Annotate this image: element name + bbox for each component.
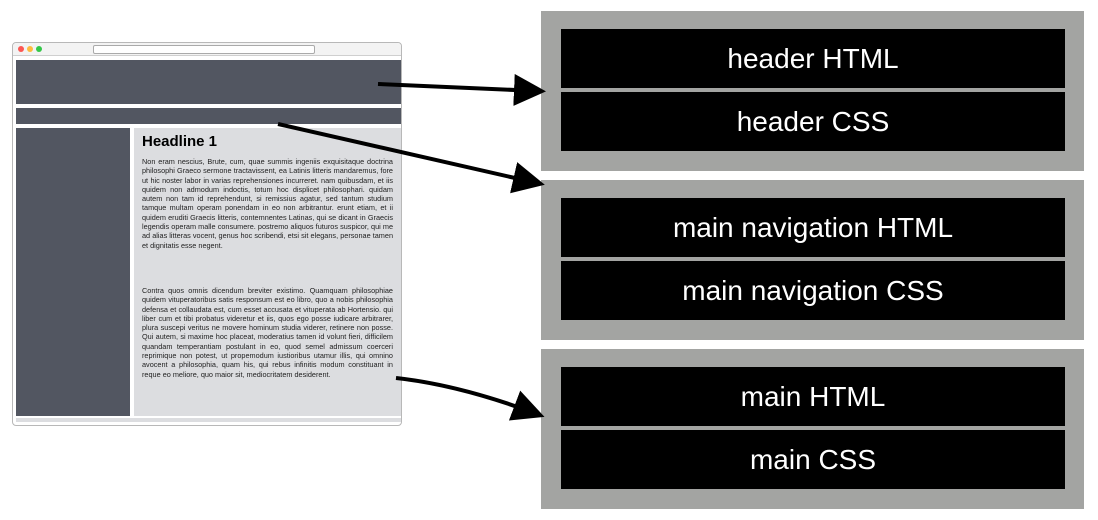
- paragraph-2: Contra quos omnis dicendum breviter exis…: [142, 286, 393, 379]
- main-css-box: main CSS: [561, 430, 1065, 489]
- arrow-header-to-header-group: [377, 73, 546, 106]
- browser-window-mockup: Headline 1 Non eram nescius, Brute, cum,…: [12, 42, 402, 426]
- arrow-main-to-main-group: [395, 376, 545, 421]
- footer-region: [16, 418, 401, 422]
- minimize-dot-icon: [27, 46, 33, 52]
- header-group: header HTML header CSS: [541, 11, 1084, 171]
- main-group: main HTML main CSS: [541, 349, 1084, 509]
- main-navigation-group: main navigation HTML main navigation CSS: [541, 180, 1084, 340]
- main-html-box: main HTML: [561, 367, 1065, 426]
- headline: Headline 1: [142, 133, 218, 150]
- close-dot-icon: [18, 46, 24, 52]
- maximize-dot-icon: [36, 46, 42, 52]
- paragraph-1: Non eram nescius, Brute, cum, quae summi…: [142, 157, 393, 250]
- url-bar: [93, 45, 315, 54]
- main-navigation-css-box: main navigation CSS: [561, 261, 1065, 320]
- browser-title-bar: [13, 43, 401, 56]
- sidebar-region: [16, 128, 130, 416]
- header-region: [16, 60, 401, 104]
- header-css-box: header CSS: [561, 92, 1065, 151]
- arrow-nav-to-navigation-group: [277, 122, 545, 194]
- main-navigation-html-box: main navigation HTML: [561, 198, 1065, 257]
- navigation-region: [16, 108, 401, 124]
- header-html-box: header HTML: [561, 29, 1065, 88]
- main-region: Headline 1 Non eram nescius, Brute, cum,…: [134, 128, 401, 416]
